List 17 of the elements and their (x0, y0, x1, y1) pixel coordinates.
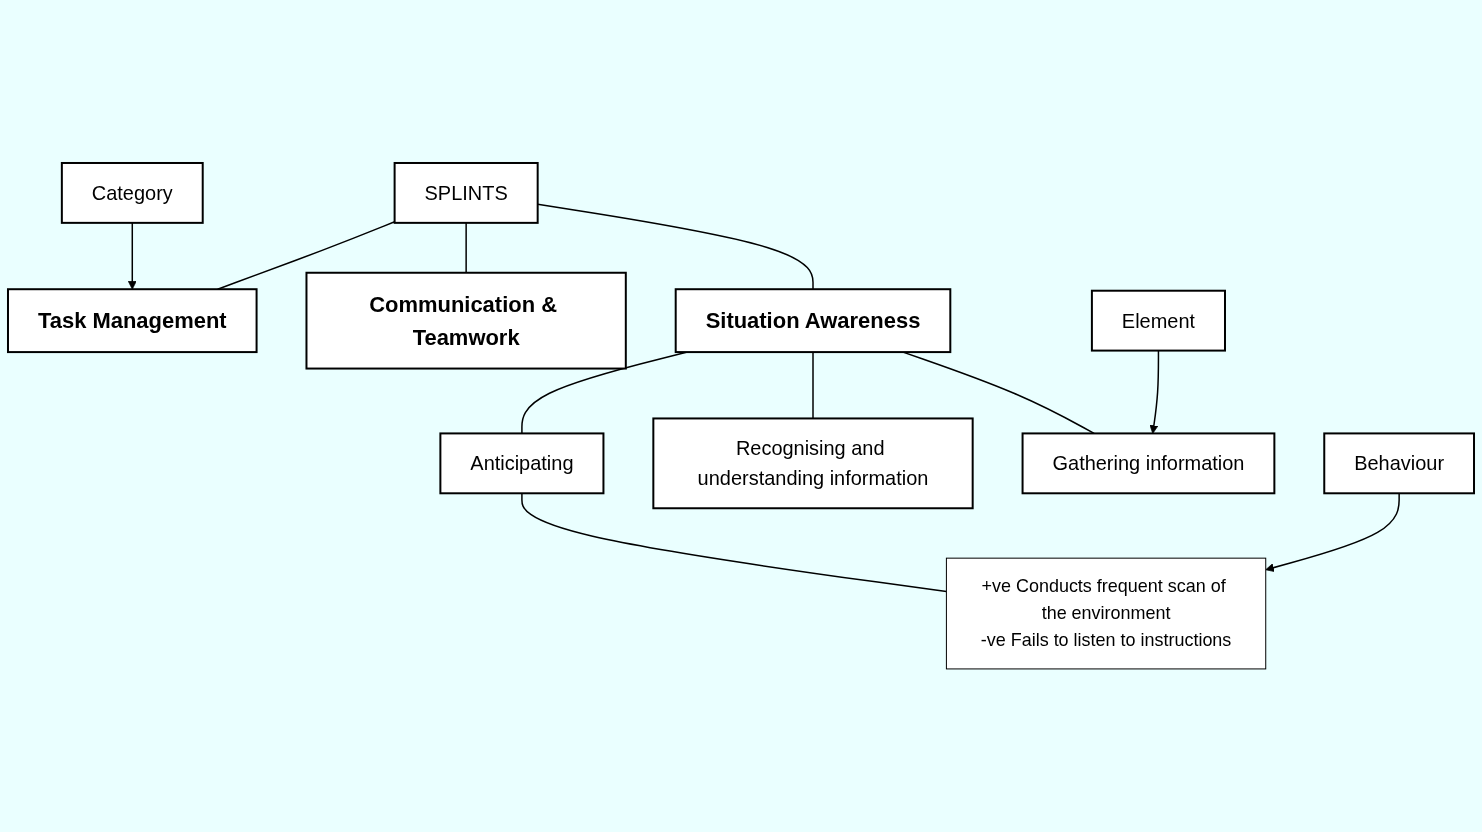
node-box: +ve Conducts frequent scan of the environment -ve Fails to listen to instructions (945, 557, 1267, 670)
node-box: Situation Awareness (674, 288, 952, 354)
node-box: Recognising and understanding information (652, 417, 974, 510)
node-box: Element (1090, 289, 1226, 352)
node-box: Category (60, 162, 204, 224)
arrow (127, 222, 137, 290)
connector (465, 222, 467, 274)
node-box: Anticipating (439, 432, 605, 495)
node-box: Behaviour (1323, 432, 1475, 495)
node-box: Gathering information (1021, 432, 1276, 495)
arrow (1265, 492, 1400, 572)
node-box: Task Management (7, 288, 258, 354)
arrow (1149, 349, 1160, 434)
node-box: SPLINTS (393, 162, 539, 224)
connector (812, 351, 814, 420)
connector (521, 492, 948, 593)
node-box: Communication & Teamwork (305, 271, 627, 370)
